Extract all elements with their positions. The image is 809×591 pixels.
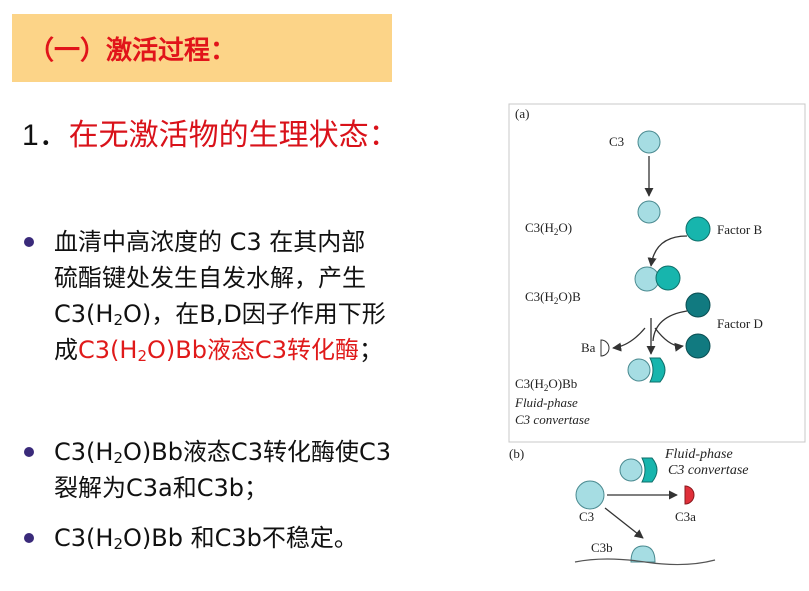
arrow-factor-d-release (654, 327, 684, 352)
c3h2ob-part-b (655, 265, 681, 291)
bullet-3-line-1: C3(H2O)Bb 和C3b不稳定。 (54, 524, 358, 553)
heading-text: 在无激活物的生理状态： (68, 118, 399, 153)
c3b-bound (630, 545, 656, 563)
bullet-3: C3(H2O)Bb 和C3b不稳定。 (24, 520, 358, 556)
heading-number: 1． (22, 119, 69, 152)
ba-fragment (600, 339, 610, 357)
bullet-1-line-3: C3(H2O)，在B,D因子作用下形 (54, 300, 386, 329)
caption-convertase-a: C3 convertase (515, 412, 590, 427)
c3a-fragment (684, 485, 695, 505)
title-banner (12, 14, 392, 82)
panel-a-tag: (a) (515, 106, 529, 121)
c3h2o-molecule (637, 200, 661, 224)
factor-d-released (685, 333, 711, 359)
c3h2obb-part-c3 (627, 358, 651, 382)
bullet-1-line-2: 硫酯键处发生自发水解，产生 (54, 264, 366, 292)
alternative-pathway-figure: (a) C3 C3(H2O) Factor B C3(H2O)B Factor … (508, 103, 806, 566)
bullet-2-line-1: C3(H2O)Bb液态C3转化酶使C3 (54, 438, 391, 467)
bullet-2-line-2: 裂解为C3a和C3b； (54, 474, 268, 502)
bullet-2: C3(H2O)Bb液态C3转化酶使C3 裂解为C3a和C3b； (24, 434, 391, 506)
label-factor-b: Factor B (717, 222, 762, 237)
c3h2obb-part-bb (649, 357, 666, 383)
label-c3h2obb: C3(H2O)Bb (515, 376, 577, 393)
section-title: （一）激活过程： (28, 36, 237, 66)
bullet-dot (24, 447, 34, 457)
convertase-b-part-bb (641, 457, 658, 483)
bullet-1-line-1: 血清中高浓度的 C3 在其内部 (54, 228, 366, 256)
convertase-b-part-c3 (619, 458, 643, 482)
label-c3: C3 (609, 134, 624, 149)
heading: 1．在无激活物的生理状态： (22, 116, 399, 156)
bullet-dot (24, 237, 34, 247)
factor-d-molecule (685, 292, 711, 318)
caption-convertase-b: C3 convertase (668, 463, 748, 478)
factor-b-molecule (685, 216, 711, 242)
bullet-dot (24, 533, 34, 543)
c3-substrate (575, 480, 605, 510)
label-factor-d: Factor D (717, 316, 763, 331)
arrow-factor-d-join (652, 310, 688, 342)
fluid-c3-convertase-term: C3(H2O)Bb液态C3转化酶 (78, 336, 359, 365)
bullet-1-line-4: 成C3(H2O)Bb液态C3转化酶； (54, 336, 383, 365)
arrow-ba-release (612, 327, 646, 352)
label-c3h2ob: C3(H2O)B (525, 289, 581, 306)
label-c3-b: C3 (579, 509, 594, 524)
bullet-1: 血清中高浓度的 C3 在其内部 硫酯键处发生自发水解，产生 C3(H2O)，在B… (24, 224, 386, 368)
label-c3a: C3a (675, 509, 696, 524)
panel-b-tag: (b) (509, 446, 524, 461)
c3-molecule (637, 130, 661, 154)
cell-surface (574, 558, 716, 566)
arrow-c3-to-c3b (604, 507, 644, 539)
arrow-factor-b-join (647, 235, 688, 267)
label-ba: Ba (581, 340, 596, 355)
caption-fluid-phase-b: Fluid-phase (664, 447, 733, 462)
c3h2ob-part-c3 (634, 266, 660, 292)
label-c3b: C3b (591, 540, 613, 555)
label-c3h2o: C3(H2O) (525, 220, 572, 237)
caption-fluid-phase-a: Fluid-phase (514, 395, 578, 410)
